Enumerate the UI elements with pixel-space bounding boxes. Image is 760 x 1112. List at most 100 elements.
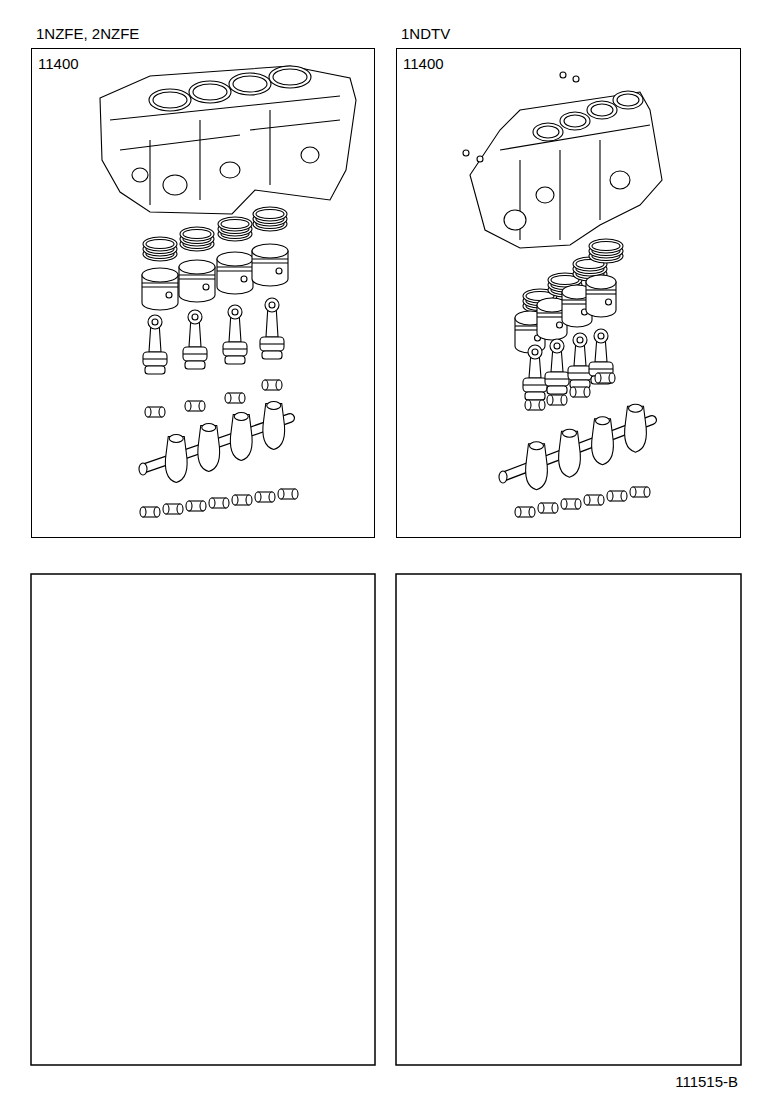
rod-small-end bbox=[265, 298, 279, 312]
bearing-end bbox=[223, 498, 229, 508]
detail-line bbox=[217, 266, 253, 267]
rod-big-end bbox=[143, 352, 167, 366]
cylinder-bore bbox=[233, 76, 267, 92]
piston-ring bbox=[592, 242, 620, 251]
cylinder-bore bbox=[269, 66, 311, 88]
detail-line bbox=[252, 258, 288, 259]
detail-line bbox=[500, 125, 650, 150]
crank-pin bbox=[169, 435, 183, 443]
bore-detail bbox=[536, 187, 554, 203]
bearing-end bbox=[570, 387, 576, 397]
detail-line bbox=[586, 289, 616, 290]
piston-crown bbox=[586, 275, 616, 289]
engine-model-heading: 1NDTV bbox=[401, 25, 450, 42]
piston-pin bbox=[203, 284, 209, 290]
piston-pin bbox=[606, 299, 612, 305]
rod-small-end-hole bbox=[554, 343, 560, 349]
rod-small-end bbox=[188, 310, 202, 324]
detail-line bbox=[599, 140, 600, 220]
crank-pin bbox=[267, 402, 281, 410]
bearing-end bbox=[276, 380, 282, 390]
rod-small-end bbox=[528, 345, 542, 359]
piston-crown bbox=[252, 244, 288, 258]
crank-web bbox=[230, 415, 252, 461]
diagram-panel: 1NDTV11400 bbox=[396, 48, 741, 538]
bearing-end bbox=[159, 407, 165, 417]
cylinder-bore bbox=[149, 89, 191, 111]
dowel bbox=[477, 156, 483, 162]
bearing-end bbox=[225, 393, 231, 403]
rod-big-end bbox=[183, 347, 207, 361]
cylinder-bore bbox=[229, 73, 271, 95]
cylinder-bore bbox=[537, 126, 559, 138]
rod-small-end-hole bbox=[577, 337, 583, 343]
bearing-end bbox=[239, 393, 245, 403]
rod-cap bbox=[547, 386, 567, 394]
bore-detail bbox=[610, 171, 630, 189]
empty-panel bbox=[31, 574, 375, 1065]
detail-line bbox=[110, 96, 340, 120]
rod-small-end-hole bbox=[269, 302, 275, 308]
piston-ring bbox=[143, 237, 177, 251]
bearing-end bbox=[525, 400, 531, 410]
rod-small-end-hole bbox=[598, 333, 604, 339]
bearing-end bbox=[140, 507, 146, 517]
crank-snout bbox=[499, 471, 507, 483]
cylinder-bore bbox=[587, 101, 617, 119]
cylinder-block bbox=[100, 66, 356, 214]
rod-big-end bbox=[260, 337, 284, 351]
detail-line bbox=[143, 358, 167, 359]
rod-cap bbox=[225, 356, 245, 364]
crank-web bbox=[198, 426, 220, 472]
part-number: 11400 bbox=[403, 55, 444, 72]
bearing-end bbox=[185, 401, 191, 411]
empty-panel bbox=[396, 574, 741, 1065]
bearing-end bbox=[145, 407, 151, 417]
part-number: 11400 bbox=[38, 55, 79, 72]
crank-pin bbox=[629, 404, 643, 412]
detail-line bbox=[252, 262, 288, 263]
piston-pin bbox=[241, 276, 247, 282]
detail-line bbox=[120, 135, 240, 150]
bearing-end bbox=[607, 491, 613, 501]
rod-small-end bbox=[573, 333, 587, 347]
bearing-end bbox=[538, 503, 544, 513]
rod-big-end bbox=[223, 342, 247, 356]
bearing-end bbox=[199, 401, 205, 411]
detail-line bbox=[183, 353, 207, 354]
crank-web bbox=[263, 404, 285, 450]
crank-pin bbox=[202, 424, 216, 432]
cylinder-bore bbox=[613, 91, 643, 109]
cylinder-bore bbox=[273, 69, 307, 85]
detail-line bbox=[142, 282, 178, 283]
cylinder-bore bbox=[189, 81, 231, 103]
detail-line bbox=[523, 384, 547, 385]
rod-cap bbox=[145, 366, 165, 374]
bore-detail bbox=[163, 175, 187, 195]
rod-small-end bbox=[594, 329, 608, 343]
piston-ring bbox=[221, 220, 249, 229]
rod-big-end bbox=[523, 378, 547, 392]
detail-line bbox=[586, 293, 616, 294]
detail-line bbox=[223, 348, 247, 349]
piston-pin bbox=[557, 322, 563, 328]
bore-detail bbox=[504, 210, 526, 230]
engine-parts bbox=[100, 66, 662, 517]
rod-small-end bbox=[148, 315, 162, 329]
detail-line bbox=[199, 120, 200, 200]
rod-cap bbox=[262, 351, 282, 359]
piston-ring bbox=[146, 240, 174, 249]
detail-line bbox=[260, 343, 284, 344]
crank-web bbox=[165, 437, 187, 483]
crank-web bbox=[559, 431, 581, 477]
rod-small-end-hole bbox=[232, 309, 238, 315]
bearing-end bbox=[575, 499, 581, 509]
dowel bbox=[463, 150, 469, 156]
crank-web bbox=[625, 406, 647, 452]
bearing-end bbox=[529, 507, 535, 517]
dowel bbox=[560, 72, 566, 78]
bearing-end bbox=[644, 487, 650, 497]
bearing-end bbox=[584, 495, 590, 505]
cylinder-bore bbox=[617, 94, 639, 106]
detail-line bbox=[142, 286, 178, 287]
